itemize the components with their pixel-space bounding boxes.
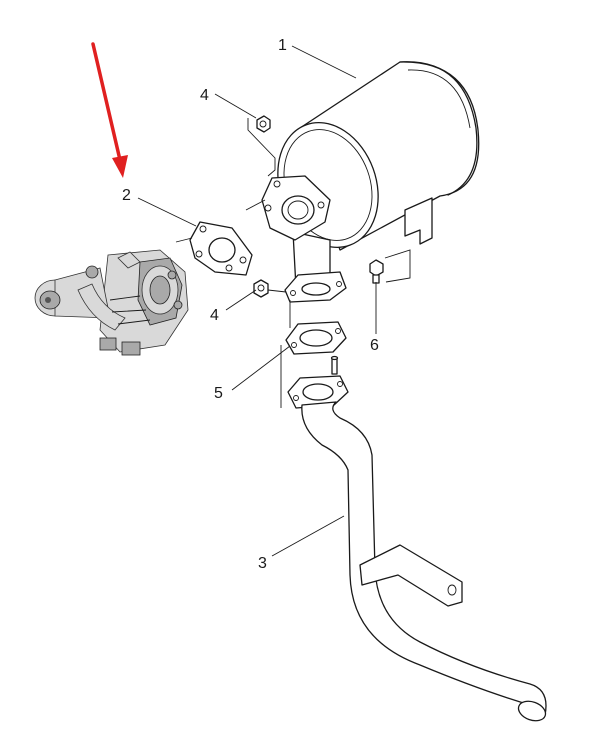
callout-4-lower: 4 — [210, 307, 219, 324]
callout-1: 1 — [278, 37, 287, 54]
nut-part-4-lower — [253, 279, 287, 298]
egr-valve-assembly — [34, 249, 189, 356]
callout-5: 5 — [214, 385, 223, 402]
callout-3: 3 — [258, 555, 267, 572]
gasket-part-5 — [285, 321, 347, 355]
guide-line-gasket — [245, 199, 266, 211]
stud-pin — [330, 355, 339, 375]
callout-2: 2 — [122, 187, 131, 204]
callout-6: 6 — [370, 337, 379, 354]
guide-line-gasket-lower — [175, 237, 193, 243]
bolt-part-6 — [369, 259, 384, 284]
highlight-arrow — [91, 42, 128, 178]
exhaust-pipe-part-3 — [287, 375, 547, 722]
muffler — [261, 61, 480, 303]
leader-lines — [137, 45, 377, 557]
gasket-part-2 — [189, 221, 253, 276]
nut-part-4-upper — [247, 115, 276, 177]
callout-4-upper: 4 — [200, 87, 209, 104]
